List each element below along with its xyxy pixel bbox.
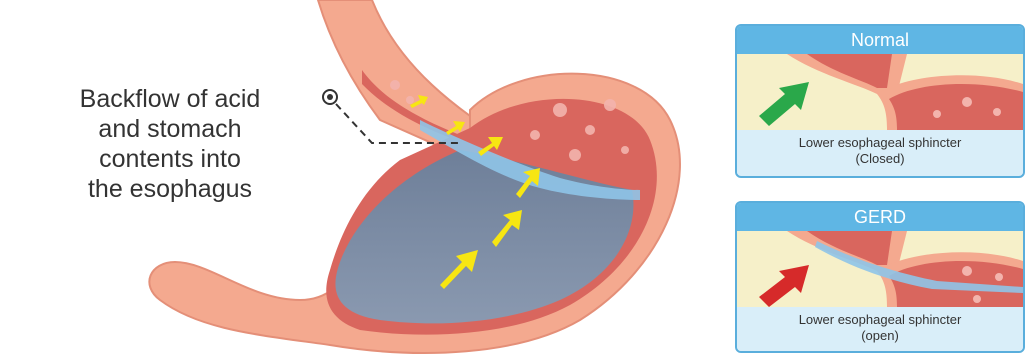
panel-gerd-caption-line-2: (open) xyxy=(737,328,1023,344)
backflow-label: Backflow of acid and stomach contents in… xyxy=(20,84,320,204)
panel-gerd-title: GERD xyxy=(737,203,1023,231)
panel-gerd-caption-line-1: Lower esophageal sphincter xyxy=(737,312,1023,328)
panel-normal-caption: Lower esophageal sphincter (Closed) xyxy=(737,130,1023,174)
panel-normal-title: Normal xyxy=(737,26,1023,54)
panel-gerd-caption: Lower esophageal sphincter (open) xyxy=(737,307,1023,351)
panel-normal: Normal Lower esophageal sphincter (Close… xyxy=(735,24,1025,178)
panel-gerd: GERD Lower esophageal sphincter (open) xyxy=(735,201,1025,353)
backflow-label-line-1: Backflow of acid xyxy=(20,84,320,114)
backflow-label-line-2: and stomach xyxy=(20,114,320,144)
panel-normal-caption-line-1: Lower esophageal sphincter xyxy=(737,135,1023,151)
green-arrow-icon xyxy=(759,82,809,126)
panel-gerd-illustration xyxy=(737,231,1023,307)
panel-normal-caption-line-2: (Closed) xyxy=(737,151,1023,167)
backflow-label-line-3: contents into xyxy=(20,144,320,174)
backflow-label-line-4: the esophagus xyxy=(20,174,320,204)
panel-normal-illustration xyxy=(737,54,1023,130)
red-arrow-icon xyxy=(759,265,809,307)
